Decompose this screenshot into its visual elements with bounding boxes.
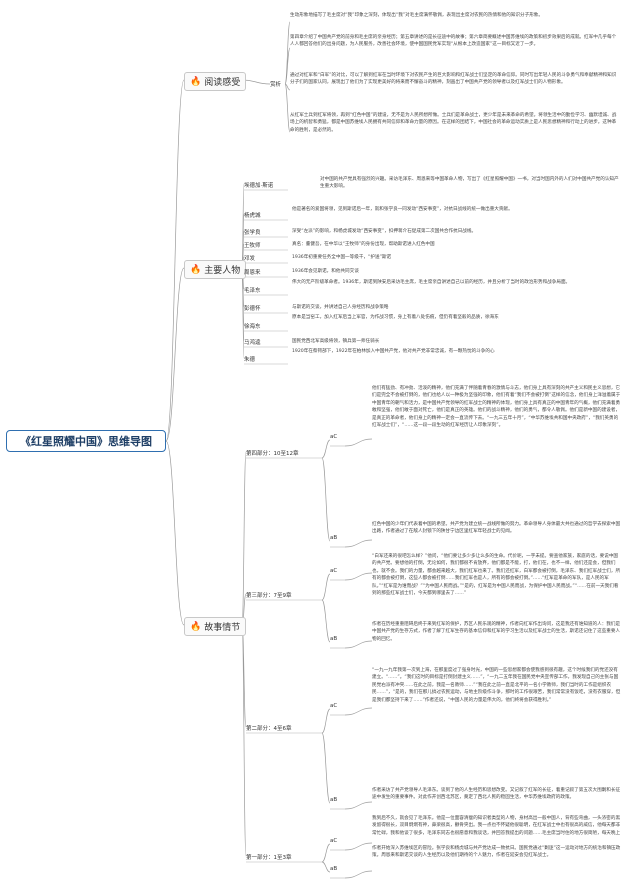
section-text-line <box>344 640 373 649</box>
person-desc: 伟大的无产阶级革命者。1936年，斯诺到陕安后采访毛主席，毛主席亲自讲述自己以前… <box>292 280 571 285</box>
plot-section-line <box>321 843 331 863</box>
plot-section-line <box>321 708 331 734</box>
person-name: 徐海东 <box>244 324 261 330</box>
reading-note: 通过对红军和“白军”的对比，可以了解到红军在当时环境下对农民产生的巨大影响和红军… <box>290 73 617 86</box>
reading-note-line <box>284 83 291 133</box>
reading-to-label-line <box>241 79 271 85</box>
plot-section-line <box>321 457 331 542</box>
person-desc: 1936年会见斯诺，和他共同交谈 <box>292 269 359 274</box>
person-name: 彭德怀 <box>244 306 261 312</box>
section-text-line <box>344 539 373 548</box>
flame-icon: 🔥 <box>190 76 202 87</box>
reading-appreciation-label: 赏析 <box>270 82 282 88</box>
branch-plot-label: 故事情节 <box>204 623 241 633</box>
person-name: 毛泽东 <box>244 288 261 294</box>
plot-part-label: 第一部分：1至3章 <box>246 855 292 861</box>
person-desc: 对中国的共产党具有强烈的兴趣。采访毛泽东、周恩来等中国革命人物，写出了《红星照耀… <box>320 177 619 190</box>
branch-people[interactable]: 🔥 主要人物 <box>184 260 247 279</box>
person-name: 王牧师 <box>244 243 261 249</box>
plot-section-text: 作者在历经重重阻碍后终于来到红军的保护，苏区人民乐观的精神，作者向红军作出询问，… <box>372 622 621 642</box>
flame-icon: 🔥 <box>190 621 202 632</box>
root-to-people-line <box>165 267 185 442</box>
plot-section-text: “白军还来的很吧怎么样？”他问，“他们要让多少多让么多的生命。代价呢，一字未提。… <box>372 554 621 597</box>
person-name: 张学良 <box>244 230 261 236</box>
plot-section-tag: aB <box>330 535 338 541</box>
plot-section-text: 作者采访了共产党领导人毛泽东。谈到了他的人生经历和思想改变。又记叙了红军的长征，… <box>372 788 621 801</box>
reading-note-line <box>284 83 291 91</box>
section-text-line <box>344 707 373 716</box>
person-name: 朱德 <box>244 357 256 363</box>
reading-note: 生动形象地描写了毛主席对“我”印象之深刻，体现出“我”对毛主席满怀敬佩，表现出主… <box>290 13 543 18</box>
person-name: 马鸿逵 <box>244 340 261 346</box>
plot-section-tag: aC <box>330 838 338 844</box>
root-to-plot-line <box>165 440 185 626</box>
plot-section-line <box>321 861 331 873</box>
plot-part-label: 第三部分：7至9章 <box>246 593 292 599</box>
person-desc: 国民党西北军高级将领，镇兵第一师任骑长 <box>292 339 380 344</box>
reading-note: 从红军士兵到红军将领，再到“红色中国”的建设，无不是为人民所想所做。士兵们是革命… <box>290 113 617 133</box>
plot-section-tag: aB <box>330 636 338 642</box>
plot-section-tag: aC <box>330 703 338 709</box>
person-desc: 他是著名的爱国将领，见到斯诺后一年，就和张学良一同发动“西安事变”，对抗日战线的… <box>292 207 513 212</box>
plot-section-line <box>321 732 331 804</box>
plot-part-label: 第四部分：10至12章 <box>246 451 299 457</box>
flame-icon: 🔥 <box>190 264 202 275</box>
plot-section-tag: aB <box>330 866 338 872</box>
plot-part-line <box>241 451 247 626</box>
section-text-line <box>344 801 373 810</box>
plot-section-line <box>321 573 331 601</box>
plot-section-text: 他们有猛劲、有冲劲、活泼的精神，他们充满了伴随着青春的激情与斗志，他们身上具有深… <box>372 386 621 429</box>
section-text-line <box>344 572 373 581</box>
reading-note-line <box>284 47 291 85</box>
plot-section-line <box>321 439 331 459</box>
section-text-line <box>344 438 373 447</box>
plot-part-label: 第二部分：4至6章 <box>246 726 292 732</box>
plot-section-text: 我到后不久，就会见了毛泽东。他是一位面容清瘦的知识者类型的人物，身材高出一般中国… <box>372 816 621 836</box>
person-desc: 1920年在蔡锷部下，1922年在柏林加入中国共产党，他对共产党非常忠诚，有一颗… <box>292 349 495 354</box>
plot-section-tag: aB <box>330 797 338 803</box>
plot-section-line <box>321 599 331 643</box>
branch-plot[interactable]: 🔥 故事情节 <box>184 617 247 636</box>
plot-part-line <box>241 624 247 857</box>
person-name: 埃德加·斯诺 <box>244 183 274 189</box>
person-desc: 真名：董健吾，在中华以“王牧师”的身份出现，帮助斯诺进入红色中国 <box>292 242 435 247</box>
root-to-reading-line <box>165 79 185 442</box>
branch-reading-label: 阅读感受 <box>204 78 241 88</box>
plot-section-text: 作者开始深入苏维埃区的冒险。张学良和杨虎城与共产党达成一致抗日。国民党通过“剿匪… <box>372 846 621 859</box>
person-desc: 1936年初重要任务全中国一等级干，“护送”斯诺 <box>292 255 392 260</box>
person-name: 杨虎城 <box>244 213 261 219</box>
person-name: 周恩来 <box>244 270 261 276</box>
branch-people-label: 主要人物 <box>204 266 241 276</box>
branch-reading[interactable]: 🔥 阅读感受 <box>184 72 247 91</box>
section-text-line <box>344 870 373 879</box>
root-node-title[interactable]: 《红星照耀中国》思维导图 <box>6 430 166 452</box>
person-desc: 原本是当窑工，加入红军后当上军官，为作战习惯，身上有着八处伤痕，但仍有着坚毅的品… <box>292 315 499 320</box>
reading-note: 第四章介绍了中国共产党的前身和毛主席的亲身经历；第五章讲述的是长征途中的故事；第… <box>290 35 617 48</box>
plot-section-text: 红色中国的少年们代表着中国的希望。共产党为建立统一战线所做的努力。革命领导人身体… <box>372 522 621 535</box>
person-desc: 与斯诺的交谈，并讲述自己人身经历和战争策略 <box>292 305 389 310</box>
person-name: 邓发 <box>244 256 256 262</box>
plot-section-text: “一九一九年我第一次到上海，在那里度过了强身时光，中国的一些思想家都会使我感到很… <box>372 668 621 703</box>
plot-section-tag: aC <box>330 434 338 440</box>
plot-section-tag: aC <box>330 568 338 574</box>
section-text-line <box>344 842 373 851</box>
person-desc: 深受“左派”的影响，和杨虎城发动“西安事变”，扣押蒋介石促成第二次国共合作抗日战… <box>292 229 477 234</box>
